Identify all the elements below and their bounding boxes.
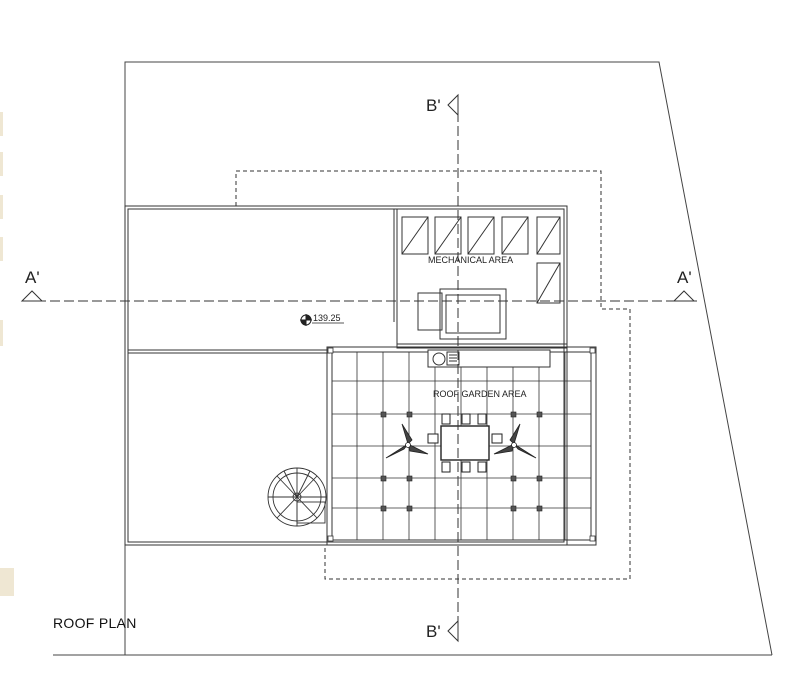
planter-counter xyxy=(427,349,551,368)
spiral-staircase-icon xyxy=(267,467,327,527)
section-a-right-arrow-icon xyxy=(672,290,696,302)
mechanical-area-label: MECHANICAL AREA xyxy=(428,255,513,265)
section-b-bottom-arrow-icon xyxy=(447,619,459,643)
elevation-marker-icon xyxy=(300,314,344,326)
section-b-top-arrow-icon xyxy=(447,93,459,117)
overhang-outline xyxy=(235,170,631,580)
section-a-right-label: A' xyxy=(677,268,692,287)
property-boundary xyxy=(53,61,773,656)
pergola-posts xyxy=(380,411,543,512)
roof-garden-area-label: ROOF GARDEN AREA xyxy=(433,389,527,399)
mechanical-equipment xyxy=(401,216,561,340)
umbrella-right-icon xyxy=(493,423,537,459)
dining-set xyxy=(427,413,503,473)
elevation-value: 139.25 xyxy=(313,313,341,323)
section-a-left-label: A' xyxy=(25,268,40,287)
section-a-left-arrow-icon xyxy=(20,290,44,302)
left-edge-tabs xyxy=(0,112,14,596)
umbrella-left-icon xyxy=(385,423,429,459)
section-b-bottom-label: B' xyxy=(426,622,441,641)
drawing-title: ROOF PLAN xyxy=(53,615,137,631)
section-b-top-label: B' xyxy=(426,96,441,115)
